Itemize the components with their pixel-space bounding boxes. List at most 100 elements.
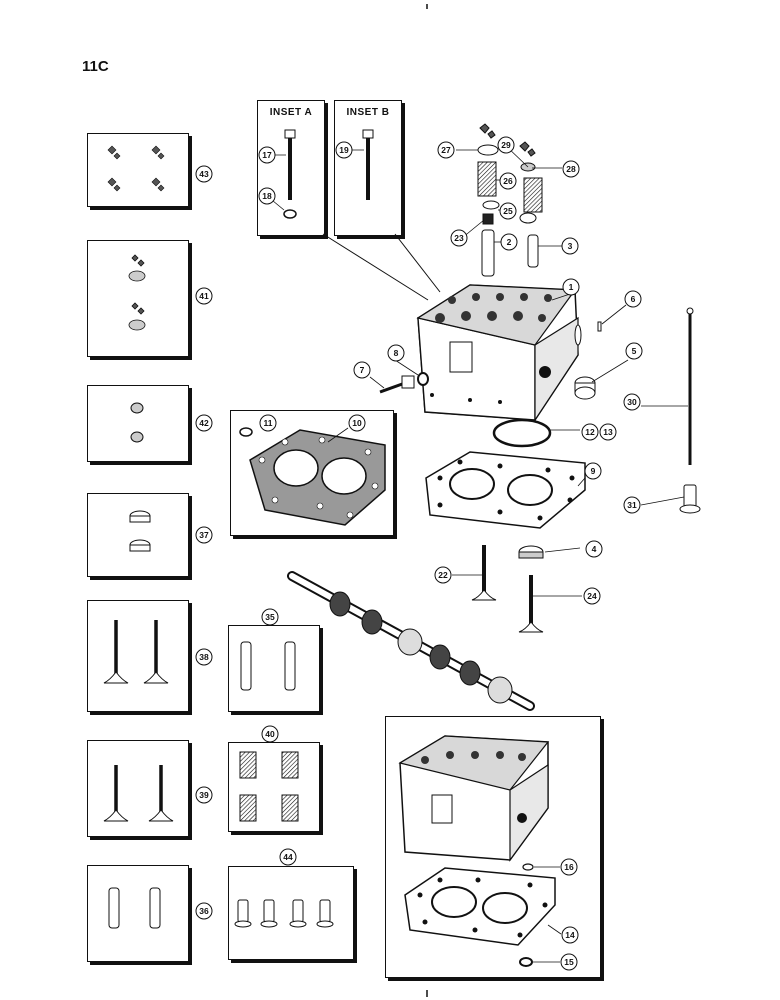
callout-label: 41	[199, 291, 209, 301]
pin-6	[597, 321, 602, 332]
callout-label: 35	[265, 612, 275, 622]
callout-label: 16	[564, 862, 574, 872]
kit-box-42	[87, 385, 189, 462]
exhaust-valve-24	[518, 575, 544, 633]
callout-label: 10	[352, 418, 362, 428]
callout-39: 39	[195, 786, 213, 804]
kit-39-contents	[103, 765, 174, 822]
callout-15: 15	[560, 953, 578, 971]
callout-label: 27	[441, 145, 451, 155]
callout-6: 6	[624, 290, 642, 308]
kit-38-contents	[103, 620, 169, 684]
washer-8	[417, 372, 429, 386]
callout-label: 4	[592, 544, 597, 554]
callout-label: 2	[507, 237, 512, 247]
seal-ring-15	[519, 957, 533, 967]
callout-label: 15	[564, 957, 574, 967]
callout-label: 43	[199, 169, 209, 179]
callout-9: 9	[584, 462, 602, 480]
kit-41-contents	[128, 254, 146, 331]
kit-40-contents	[239, 751, 299, 822]
callout-8: 8	[387, 344, 405, 362]
kit-box-36	[87, 865, 189, 962]
callout-label: 5	[632, 346, 637, 356]
callout-17: 17	[258, 146, 276, 164]
callout-label: 19	[339, 145, 349, 155]
bolt-19	[362, 129, 374, 200]
callout-label: 8	[394, 348, 399, 358]
callout-3: 3	[561, 237, 579, 255]
callout-31: 31	[623, 496, 641, 514]
callout-12: 12	[581, 423, 599, 441]
expansion-plug-5	[574, 376, 596, 400]
callout-label: 38	[199, 652, 209, 662]
callout-label: 36	[199, 906, 209, 916]
callout-30: 30	[623, 393, 641, 411]
callout-label: 24	[587, 591, 597, 601]
tappet-31	[679, 484, 701, 514]
callout-label: 37	[199, 530, 209, 540]
callout-label: 31	[627, 500, 637, 510]
callout-label: 1	[569, 282, 574, 292]
cylinder-head-kit	[398, 735, 550, 862]
o-ring-12	[492, 418, 552, 448]
callout-38: 38	[195, 648, 213, 666]
callout-7: 7	[353, 361, 371, 379]
push-rod-30	[686, 307, 694, 465]
callout-label: 17	[262, 150, 272, 160]
kit-box-43	[87, 133, 189, 207]
washer-18	[283, 209, 297, 219]
callout-27: 27	[437, 141, 455, 159]
callout-13: 13	[599, 423, 617, 441]
callout-24: 24	[583, 587, 601, 605]
callout-4: 4	[585, 540, 603, 558]
valve-seat-insert-4	[518, 545, 544, 559]
callout-label: 7	[360, 365, 365, 375]
fitting-7	[379, 375, 415, 394]
callout-40: 40	[261, 725, 279, 743]
kit-42-contents	[130, 402, 144, 443]
callout-label: 23	[454, 233, 464, 243]
head-gasket-14	[404, 867, 556, 946]
callout-28: 28	[562, 160, 580, 178]
kit-box-37	[87, 493, 189, 577]
kit-43-contents	[107, 145, 165, 192]
callout-label: 12	[585, 427, 595, 437]
kit-box-38	[87, 600, 189, 712]
callout-2: 2	[500, 233, 518, 251]
camshaft	[287, 571, 535, 711]
callout-label: 25	[503, 206, 513, 216]
callout-label: 3	[568, 241, 573, 251]
head-gasket-9	[425, 451, 586, 529]
callout-label: 18	[262, 191, 272, 201]
kit-box-44	[228, 866, 354, 960]
callout-label: 13	[603, 427, 613, 437]
callout-23: 23	[450, 229, 468, 247]
callout-22: 22	[434, 566, 452, 584]
bolt-17	[284, 129, 296, 200]
callout-label: 9	[591, 466, 596, 476]
page-label: 11C	[82, 58, 109, 75]
callout-43: 43	[195, 165, 213, 183]
callout-label: 22	[438, 570, 448, 580]
callout-19: 19	[335, 141, 353, 159]
callout-42: 42	[195, 414, 213, 432]
callout-label: 28	[566, 164, 576, 174]
callout-label: 30	[627, 397, 637, 407]
callout-label: 39	[199, 790, 209, 800]
gasket-10	[249, 429, 386, 526]
callout-1: 1	[562, 278, 580, 296]
callout-18: 18	[258, 187, 276, 205]
intake-valve-22	[471, 545, 497, 601]
callout-11: 11	[259, 414, 277, 432]
callout-36: 36	[195, 902, 213, 920]
callout-14: 14	[561, 926, 579, 944]
callout-37: 37	[195, 526, 213, 544]
callout-label: 42	[199, 418, 209, 428]
kit-35-contents	[240, 641, 296, 691]
callout-label: 26	[503, 176, 513, 186]
callout-26: 26	[499, 172, 517, 190]
callout-10: 10	[348, 414, 366, 432]
